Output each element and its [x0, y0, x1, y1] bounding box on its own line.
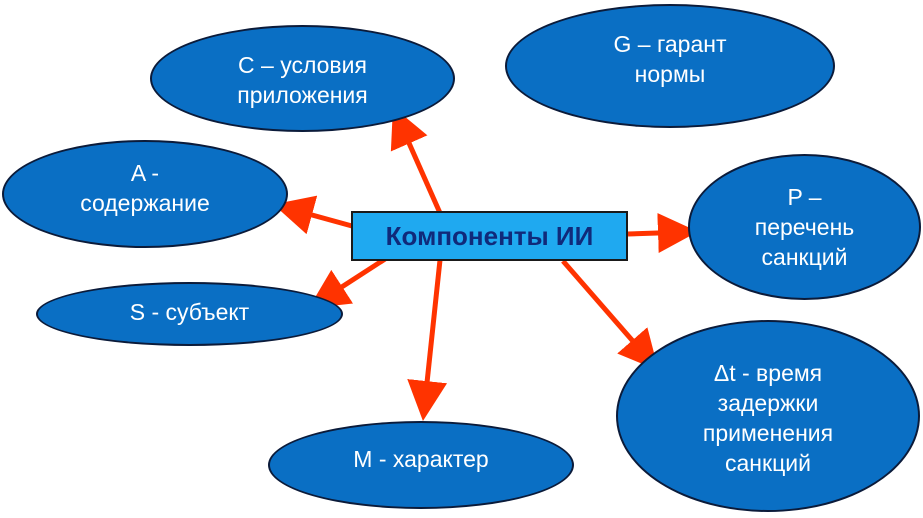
node-a-content: A - содержание	[2, 140, 288, 248]
node-g-label: G – гарант нормы	[613, 31, 727, 87]
arrow-to-p	[627, 213, 698, 253]
node-dt-delay-time: Δt - время задержки применения санкций	[616, 320, 920, 512]
node-p-label: P – перечень санкций	[754, 184, 855, 270]
center-label: Компоненты ИИ	[385, 220, 594, 251]
node-dt-label: Δt - время задержки применения санкций	[702, 360, 834, 476]
node-s-label: S - субъект	[129, 299, 250, 325]
node-s-subject: S - субъект	[36, 282, 343, 346]
arrow-to-dt	[561, 259, 659, 371]
node-m-label: M - характер	[353, 446, 489, 472]
arrow-to-s	[308, 256, 387, 309]
node-g-guarantor: G – гарант нормы	[505, 4, 835, 128]
node-a-label: A - содержание	[80, 160, 210, 216]
arrow-to-m	[407, 259, 448, 421]
center-box: Компоненты ИИ	[351, 211, 628, 261]
arrow-to-c	[390, 106, 443, 215]
node-c-label: C – условия приложения	[237, 51, 368, 108]
node-p-sanctions-list: P – перечень санкций	[688, 154, 921, 300]
arrow-to-a	[273, 195, 353, 235]
node-m-character: M - характер	[268, 421, 574, 509]
node-c-conditions: C – условия приложения	[150, 25, 455, 132]
